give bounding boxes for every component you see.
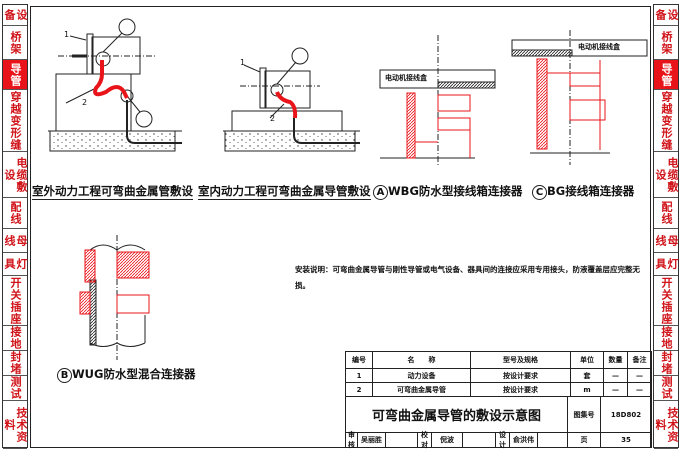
outdoor-motor-drawing xyxy=(48,18,182,152)
sidebar-item-5[interactable]: 配线 xyxy=(654,198,678,229)
sidebar-item-0[interactable]: 设备 xyxy=(3,5,28,26)
table-cell: 2 xyxy=(345,382,373,397)
drawing-frame xyxy=(30,6,651,448)
sidebar-item-11[interactable]: 测试 xyxy=(654,376,678,401)
detail-b-connector xyxy=(79,249,150,315)
item-label-1-indoor: 1 xyxy=(240,58,246,67)
sidebar-item-8[interactable]: 开关插座 xyxy=(654,276,678,326)
sign-designer: 俞洪伟 xyxy=(509,432,538,448)
table-header: 单位 xyxy=(570,351,604,369)
sidebar-item-2[interactable]: 导管 xyxy=(654,60,678,90)
sidebar-item-8[interactable]: 开关插座 xyxy=(3,276,27,326)
sign-check_label: 校对 xyxy=(417,431,432,449)
right-category-sidebar: 设备桥架导管穿越变形缝电缆敷设配线母线灯具开关插座接地封堵测试技术资料 xyxy=(653,4,679,449)
sidebar-item-2[interactable]: 导管 xyxy=(3,60,27,90)
sidebar-item-12[interactable]: 技术资料 xyxy=(654,401,679,449)
sidebar-item-1[interactable]: 桥架 xyxy=(654,26,678,60)
installation-note: 安装说明：可弯曲金属导管与刚性导管或电气设备、器具间的连接应采用专用接头，防液覆… xyxy=(295,265,640,290)
marker-c: C xyxy=(532,185,547,200)
sign-page_no: 35 xyxy=(600,432,652,448)
sidebar-item-5[interactable]: 配线 xyxy=(3,198,27,229)
caption-outdoor: 室外动力工程可弯曲金属管敷设 xyxy=(32,184,193,200)
detail-a-connector xyxy=(406,92,471,159)
box-label-a: 电动机接线盒 xyxy=(385,74,427,82)
caption-indoor: 室内动力工程可弯曲金属导管敷设 xyxy=(198,184,371,200)
detail-c-connector xyxy=(536,58,606,150)
sign-design_label: 设计 xyxy=(495,431,510,449)
sidebar-item-3[interactable]: 穿越变形缝 xyxy=(3,90,27,152)
sidebar-item-1[interactable]: 桥架 xyxy=(3,26,27,60)
table-cell: 套 xyxy=(570,368,604,383)
sidebar-item-4[interactable]: 电缆敷设 xyxy=(3,152,28,198)
table-cell: 动力设备 xyxy=(372,368,471,383)
box-label-c: 电动机接线盒 xyxy=(578,43,620,51)
detail-b-drawing xyxy=(89,235,146,360)
table-cell: 按设计要求 xyxy=(470,368,571,383)
table-cell: 1 xyxy=(345,368,373,383)
table-cell: — xyxy=(627,368,652,383)
left-category-sidebar: 设备桥架导管穿越变形缝电缆敷设配线母线灯具开关插座接地封堵测试技术资料 xyxy=(2,4,28,449)
flexible-conduit-indoor xyxy=(275,91,298,119)
detail-a-drawing xyxy=(379,35,496,165)
sidebar-item-6[interactable]: 母线 xyxy=(3,229,28,253)
drawing-title: 可弯曲金属导管的敷设示意图 xyxy=(345,396,568,433)
sidebar-item-9[interactable]: 接地 xyxy=(3,326,27,351)
signature xyxy=(462,432,496,448)
item-label-1: 1 xyxy=(64,30,70,39)
sidebar-item-9[interactable]: 接地 xyxy=(654,326,678,351)
sidebar-item-12[interactable]: 技术资料 xyxy=(3,401,28,449)
sidebar-item-10[interactable]: 封堵 xyxy=(3,351,27,376)
detail-c-drawing xyxy=(511,30,648,165)
table-cell: m xyxy=(570,382,604,397)
table-header: 编号 xyxy=(345,351,373,369)
table-header: 名 称 xyxy=(372,351,471,369)
table-cell: — xyxy=(627,382,652,397)
sidebar-item-7[interactable]: 灯具 xyxy=(3,253,28,276)
marker-a: A xyxy=(373,185,388,200)
sign-page_label: 页 xyxy=(567,432,601,448)
sign-reviewer: 吴丽胜 xyxy=(357,432,386,448)
indoor-motor-drawing xyxy=(223,47,360,152)
flexible-conduit-outdoor xyxy=(93,60,129,99)
sidebar-item-6[interactable]: 母线 xyxy=(654,229,679,253)
table-header: 备注 xyxy=(627,351,652,369)
sidebar-item-0[interactable]: 设备 xyxy=(654,5,679,26)
item-label-2: 2 xyxy=(82,98,88,107)
table-cell: 可弯曲金属导管 xyxy=(372,382,471,397)
signature xyxy=(537,432,568,448)
sign-checker: 倪波 xyxy=(431,432,463,448)
sidebar-item-3[interactable]: 穿越变形缝 xyxy=(654,90,678,152)
signature xyxy=(385,432,418,448)
table-header: 型号及规格 xyxy=(470,351,571,369)
sidebar-item-10[interactable]: 封堵 xyxy=(654,351,678,376)
sidebar-item-4[interactable]: 电缆敷设 xyxy=(654,152,679,198)
item-label-2-indoor: 2 xyxy=(270,114,276,123)
table-cell: 按设计要求 xyxy=(470,382,571,397)
sidebar-item-11[interactable]: 测试 xyxy=(3,376,27,401)
atlas-label: 图集号 xyxy=(567,396,601,433)
sidebar-item-7[interactable]: 灯具 xyxy=(654,253,679,276)
marker-b: B xyxy=(57,368,72,383)
table-cell: — xyxy=(603,382,628,397)
table-header: 数量 xyxy=(603,351,628,369)
table-cell: — xyxy=(603,368,628,383)
atlas-number: 18D802 xyxy=(600,396,652,433)
